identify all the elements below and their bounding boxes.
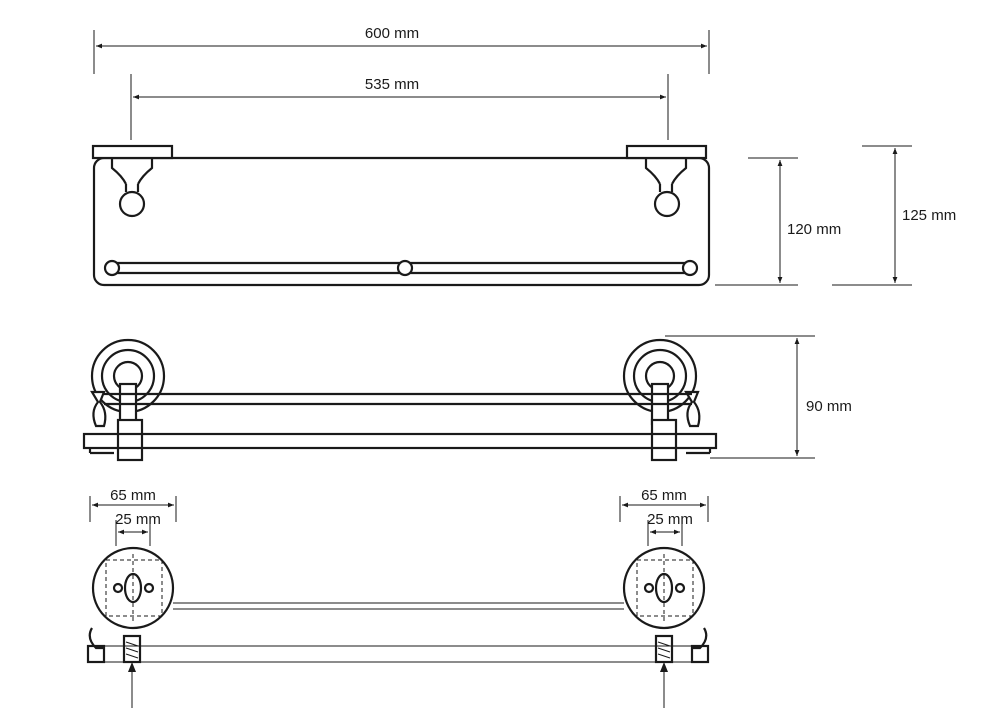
dim-90: 90 mm (665, 335, 852, 459)
glass-shelf-front (92, 156, 711, 287)
dim-600: 600 mm (93, 25, 710, 74)
dim-left-25: 25 mm (115, 511, 161, 546)
mounting-view: 65 mm 25 mm 65 mm 25 mm (86, 487, 710, 708)
label-overall-width: 600 mm (365, 25, 419, 42)
dim-535: 535 mm (130, 74, 669, 140)
front-rail (103, 259, 699, 277)
label-depth: 90 mm (806, 398, 852, 415)
label-overall-height: 125 mm (902, 207, 956, 224)
label-right-hole-spacing: 25 mm (647, 511, 693, 528)
dim-left-65: 65 mm (89, 487, 177, 522)
left-mounting-plate (86, 546, 175, 708)
label-left-rosette-diameter: 65 mm (110, 487, 156, 504)
label-glass-height: 120 mm (787, 221, 841, 238)
right-bracket-front (625, 144, 708, 218)
right-mounting-plate (622, 546, 710, 708)
side-view: 90 mm (82, 335, 852, 462)
label-right-rosette-diameter: 65 mm (641, 487, 687, 504)
dim-right-25: 25 mm (647, 511, 693, 546)
dim-right-65: 65 mm (619, 487, 709, 522)
right-rosette-side (622, 338, 701, 462)
label-mount-spacing: 535 mm (365, 76, 419, 93)
rails-mounting-view (104, 602, 692, 663)
dim-120: 120 mm (715, 157, 841, 286)
dim-125: 125 mm (832, 145, 956, 286)
glass-shelf-side (82, 432, 718, 455)
left-bracket-front (91, 144, 174, 218)
label-left-hole-spacing: 25 mm (115, 511, 161, 528)
front-view: 600 mm 535 mm (91, 25, 956, 287)
left-rosette-side (90, 338, 166, 462)
rail-side (104, 392, 692, 406)
